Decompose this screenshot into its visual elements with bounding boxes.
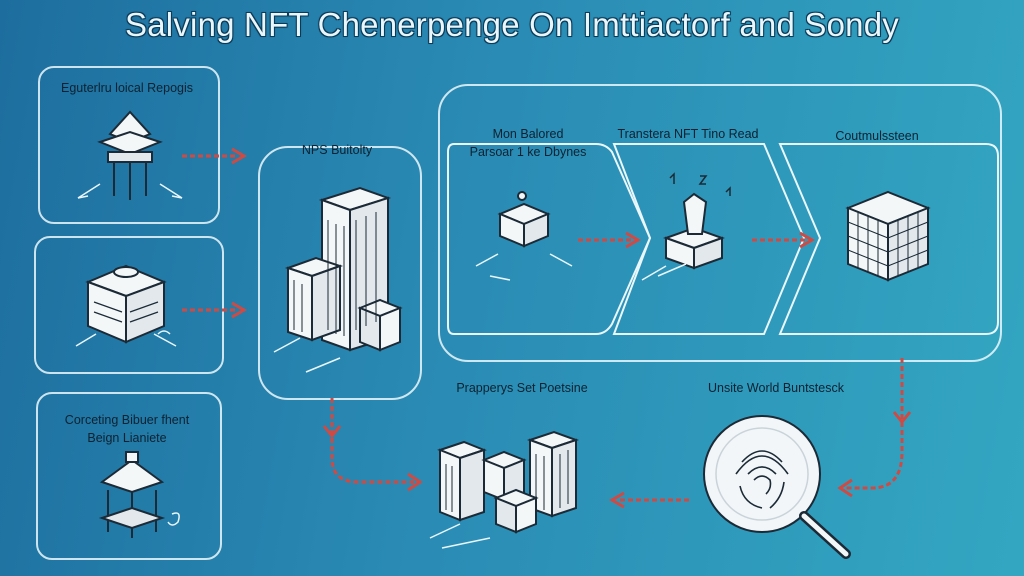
arrow-pipeline-to-magnifier bbox=[837, 358, 912, 498]
left-box-2 bbox=[34, 236, 224, 374]
stage2-label: Transtera NFT Tino Read bbox=[617, 127, 759, 141]
diagram-title: Salving NFT Chenerpenge On Imttiactorf a… bbox=[125, 6, 899, 43]
grid-cube-icon bbox=[845, 190, 931, 282]
stage1-label-line1: Mon Balored bbox=[492, 127, 564, 141]
center-box-label: NPS Buitolty bbox=[301, 143, 373, 157]
left-box-3-label-line1: Corceting Bibuer fhent bbox=[64, 413, 190, 427]
gazebo-icon bbox=[98, 451, 180, 538]
safe-box-icon bbox=[75, 264, 177, 347]
office-building-icon bbox=[273, 186, 403, 373]
left-box-3 bbox=[36, 392, 222, 560]
transfer-device-icon bbox=[641, 172, 731, 281]
arrow-stage1-to-stage2 bbox=[578, 231, 641, 249]
arrow-stage2-to-stage3 bbox=[752, 231, 815, 249]
arrow-left-2 bbox=[182, 301, 247, 319]
left-box-1-label: Eguterlru loical Repogis bbox=[60, 81, 193, 95]
arrow-center-to-cluster bbox=[322, 398, 423, 492]
bottom-right-label: Unsite World Buntstesck bbox=[708, 381, 844, 395]
stage3-label: Coutmulssteen bbox=[835, 129, 919, 143]
pipeline-chevrons bbox=[447, 143, 999, 335]
stage1-label-line2: Parsoar 1 ke Dbynes bbox=[469, 145, 587, 159]
small-cube-icon bbox=[475, 191, 573, 281]
left-box-3-label-line2: Beign Lianiete bbox=[87, 431, 167, 445]
bottom-left-label: Prapperys Set Poetsine bbox=[456, 381, 588, 395]
magnifier-fingerprint-icon bbox=[703, 415, 851, 559]
arrow-magnifier-to-cluster bbox=[609, 491, 690, 509]
building-cluster-icon bbox=[429, 430, 580, 549]
pipeline-container bbox=[438, 84, 1002, 362]
pavilion-icon bbox=[77, 110, 183, 200]
arrow-left-1 bbox=[182, 147, 247, 165]
left-box-1 bbox=[38, 66, 220, 224]
center-box bbox=[258, 146, 422, 400]
